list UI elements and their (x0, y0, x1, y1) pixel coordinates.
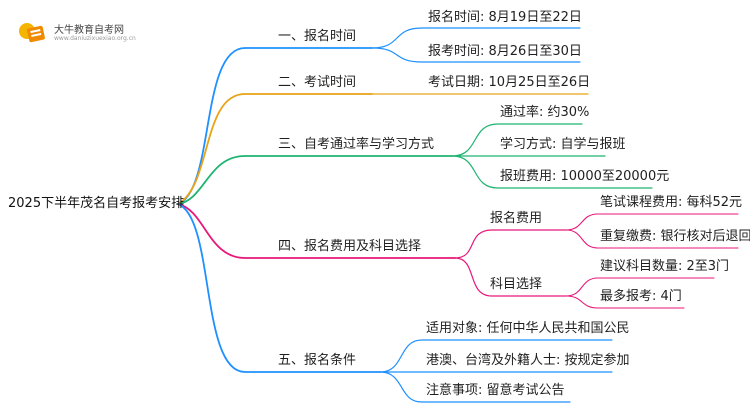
connector-b4-g1-item2 (565, 229, 739, 249)
connector-root-b5 (177, 203, 381, 373)
connector-root-b4 (177, 203, 456, 259)
branch-1-label: 一、报名时间 (278, 29, 357, 44)
connector-b4-g2-item1 (565, 277, 715, 297)
logo-url: www.daniuzixuexiao.org.cn (54, 35, 136, 42)
root-topic: 2025下半年茂名自考报考安排 (8, 196, 185, 211)
connector-b3-item1 (451, 123, 583, 157)
branch-1-item: 报考时间: 8月26日至30日 (428, 44, 582, 59)
connector-b4-g1 (454, 229, 567, 259)
connector-root-b2 (177, 93, 373, 205)
branch-4-item: 重复缴费: 银行核对后退回 (600, 229, 750, 244)
connector-b1-item1 (371, 27, 581, 49)
branch-5-item: 注意事项: 留意考试公告 (426, 383, 565, 398)
branch-2-item: 考试日期: 10月25日至26日 (428, 75, 591, 90)
branch-2-label: 二、考试时间 (278, 75, 357, 90)
branch-4-label: 四、报名费用及科目选择 (278, 239, 422, 254)
branch-5-item: 港澳、台湾及外籍人士: 按规定参加 (426, 353, 630, 368)
branch-4-group-label: 报名费用 (490, 211, 543, 226)
connector-b5-item1 (379, 339, 613, 373)
branch-3-item: 学习方式: 自学与报班 (500, 137, 626, 152)
branch-3-item: 通过率: 约30% (500, 105, 590, 120)
branch-4-item: 建议科目数量: 2至3门 (600, 259, 730, 274)
branch-1-item: 报名时间: 8月19日至22日 (428, 10, 582, 25)
branch-3-item: 报班费用: 10000至20000元 (500, 169, 670, 184)
branch-4-item: 笔试课程费用: 每科52元 (600, 195, 743, 210)
branch-5-item: 适用对象: 任何中华人民共和国公民 (426, 321, 630, 336)
logo-name: 大牛教育自考网 (54, 25, 124, 36)
branch-4-item: 最多报考: 4门 (600, 289, 682, 304)
branch-3-label: 三、自考通过率与学习方式 (278, 137, 435, 152)
site-logo[interactable]: 大牛教育自考网 www.daniuzixuexiao.org.cn (10, 18, 170, 48)
branch-5-label: 五、报名条件 (278, 353, 357, 368)
connector-b5-item3 (379, 371, 571, 403)
connector-b4-g2 (454, 257, 567, 297)
connector-b4-g1-item1 (565, 213, 739, 231)
branch-4-group-label: 科目选择 (490, 277, 543, 292)
book-logo-icon (19, 23, 45, 43)
connector-b3-item3 (451, 155, 653, 189)
connector-b4-g2-item2 (565, 295, 685, 309)
connector-b1-item2 (371, 47, 581, 63)
connector-root-b3 (177, 155, 453, 205)
